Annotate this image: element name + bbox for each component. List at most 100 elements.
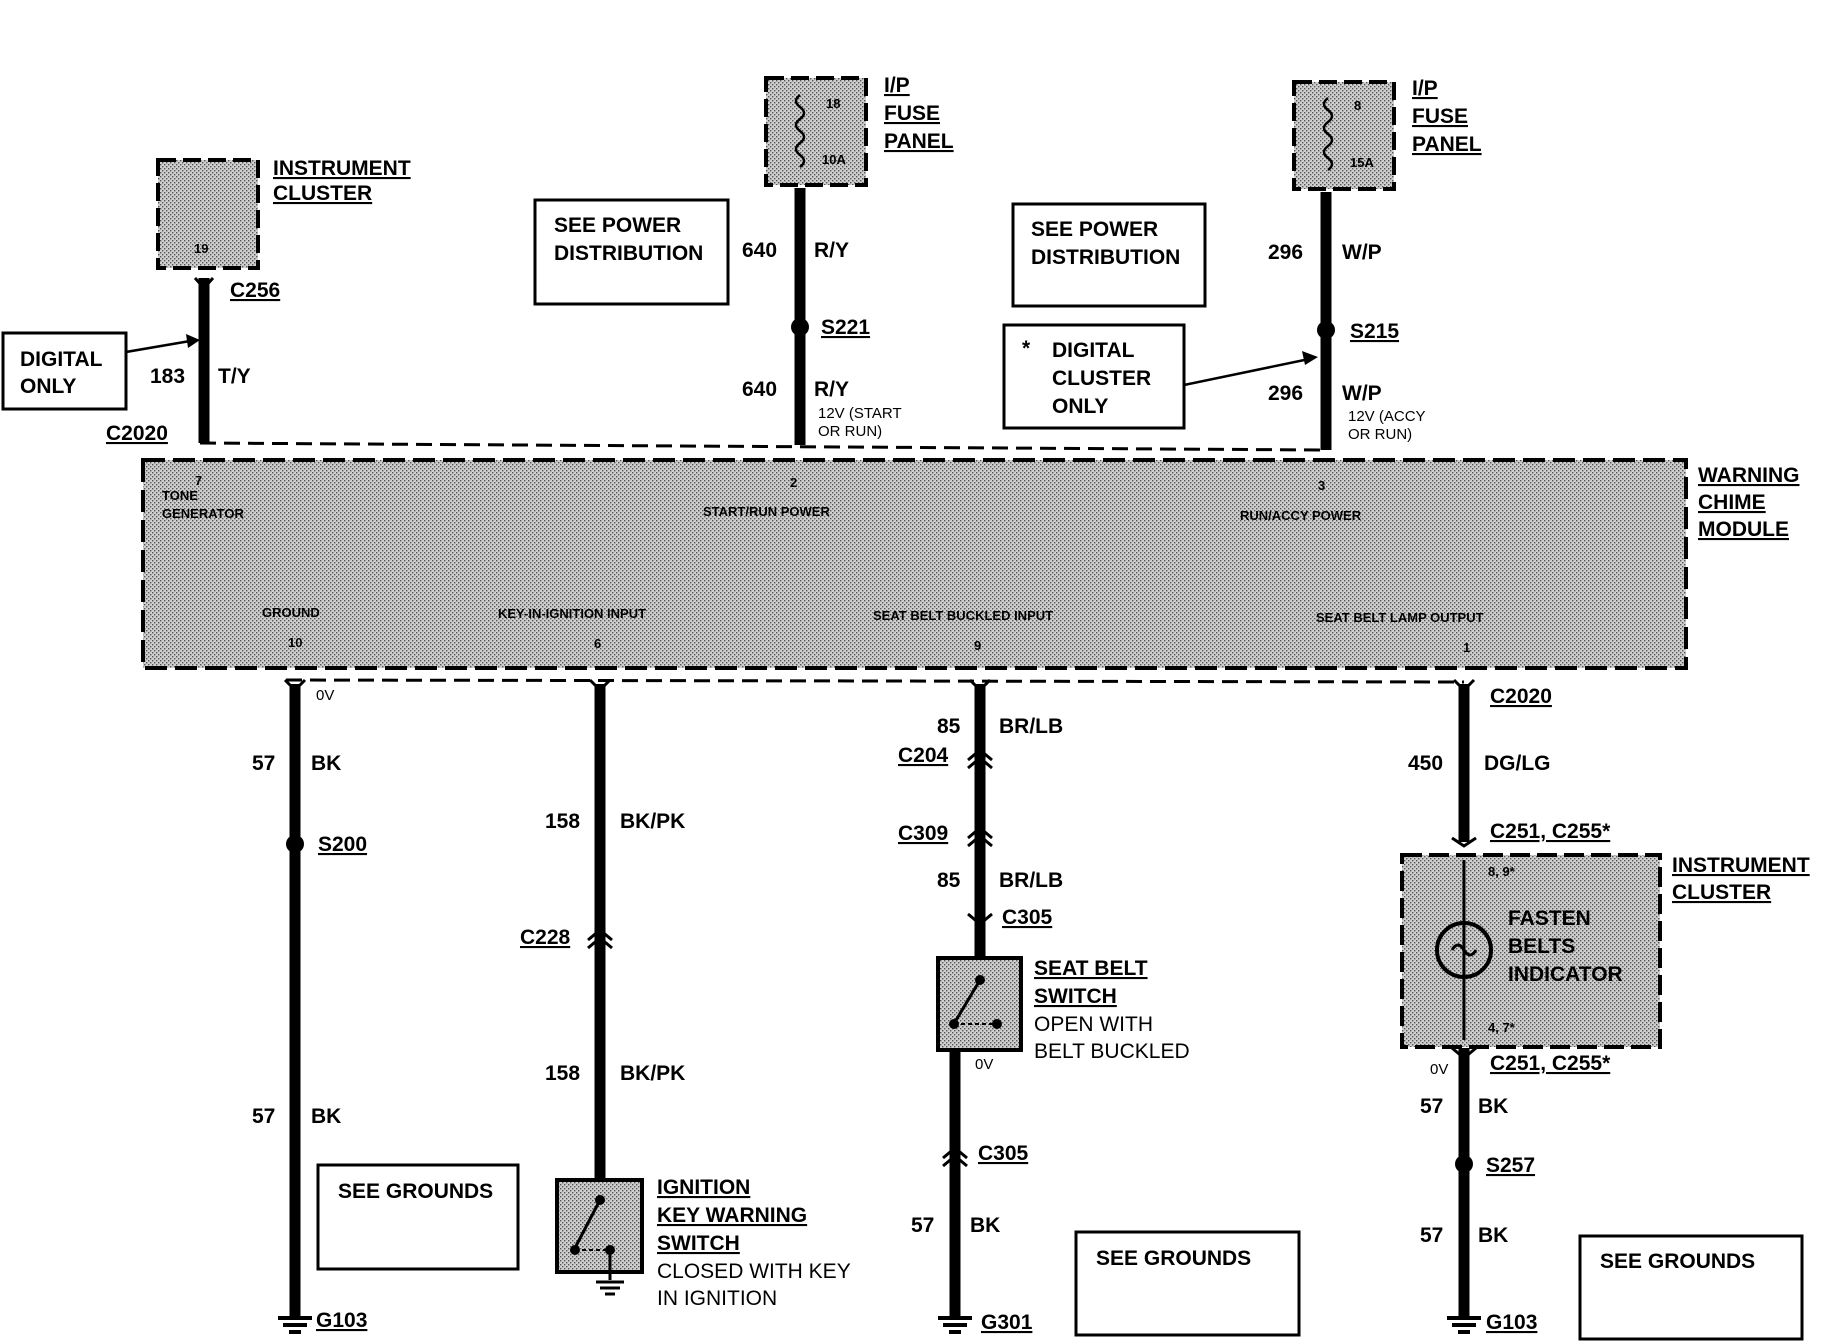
ignition-switch-desc-1: CLOSED WITH KEY (657, 1260, 851, 1283)
ignition-switch-title-1: IGNITION (657, 1176, 750, 1199)
lamp-wire-circuit: 450 (1408, 752, 1443, 775)
pin-3-label: RUN/ACCY POWER (1240, 508, 1362, 523)
cluster-pin-top: 8, 9* (1488, 864, 1516, 879)
note-see-grounds-2: SEE GROUNDS (1074, 1230, 1301, 1337)
belt-ground-voltage: 0V (975, 1056, 993, 1073)
svg-text:DISTRIBUTION: DISTRIBUTION (554, 242, 703, 265)
ground-branch-voltage: 0V (316, 687, 334, 704)
lamp-ground-branch[interactable]: 0V C251, C255* 57 BK S257 57 BK G103 (1420, 1046, 1611, 1334)
svg-text:SEE POWER: SEE POWER (554, 214, 681, 237)
svg-text:*: * (1022, 337, 1031, 360)
wire-296a-circuit: 296 (1268, 241, 1303, 264)
fuse-panel-2[interactable]: 8 15A I/P FUSE PANEL (1292, 77, 1482, 191)
connector-c251-upper: C251, C255* (1490, 820, 1611, 843)
fuse-panel-1-title-1: I/P (884, 74, 910, 97)
wire-296[interactable]: 296 W/P S215 296 W/P 12V (ACCY OR RUN) (1268, 192, 1426, 450)
pin-6-number: 6 (594, 636, 601, 651)
lamp-ground-circuit: 57 (1420, 1095, 1443, 1118)
ignition-switch-title-3: SWITCH (657, 1232, 740, 1255)
pin-7-number: 7 (195, 473, 202, 488)
connector-c305-lower: C305 (978, 1142, 1029, 1165)
ground-g301: G301 (981, 1311, 1033, 1334)
key-warning-branch[interactable]: 158 BK/PK C228 158 BK/PK (520, 678, 685, 1180)
ground-wire-color-2: BK (311, 1105, 341, 1128)
svg-text:SEE GROUNDS: SEE GROUNDS (1600, 1250, 1755, 1273)
splice-s200: S200 (318, 833, 367, 856)
wire-183-color: T/Y (218, 365, 251, 388)
seat-belt-switch-desc-2: BELT BUCKLED (1034, 1040, 1190, 1063)
connector-c2020-top-line (199, 441, 1326, 452)
wire-296b-circuit: 296 (1268, 382, 1303, 405)
module-title-line-1: WARNING (1698, 464, 1800, 487)
top-cluster-title-2: CLUSTER (273, 182, 372, 205)
pin-10-number: 10 (288, 635, 302, 650)
seat-belt-branch[interactable]: 85 BR/LB C204 C309 85 BR/LB C305 (898, 678, 1063, 958)
fuse-panel-2-title-3: PANEL (1412, 133, 1482, 156)
lamp-ground-voltage: 0V (1430, 1061, 1448, 1078)
note-digital-cluster-only: * DIGITAL CLUSTER ONLY (1002, 323, 1318, 430)
seat-belt-ground-branch[interactable]: 0V C305 57 BK G301 (911, 1050, 1033, 1334)
splice-s215: S215 (1350, 320, 1399, 343)
cluster-pin-19: 19 (194, 241, 208, 256)
svg-text:ONLY: ONLY (1052, 395, 1108, 418)
module-title-line-2: CHIME (1698, 491, 1766, 514)
warning-chime-module[interactable]: WARNING CHIME MODULE 7 TONE GENERATOR 2 … (141, 458, 1800, 670)
wire-296b-voltage-1: 12V (ACCY (1348, 408, 1426, 425)
pin-6-label: KEY-IN-IGNITION INPUT (498, 606, 646, 621)
note-see-power-distribution-2: SEE POWER DISTRIBUTION (1011, 202, 1207, 308)
ground-wire-circuit-2: 57 (252, 1105, 275, 1128)
top-cluster-title-1: INSTRUMENT (273, 157, 411, 180)
ground-wire-color: BK (311, 752, 341, 775)
belt-wire-circuit: 85 (937, 715, 961, 738)
svg-text:DIGITAL: DIGITAL (1052, 339, 1135, 362)
pin-7-label-2: GENERATOR (162, 506, 244, 521)
lamp-wire-color: DG/LG (1484, 752, 1551, 775)
switch-ground-icon (596, 1280, 624, 1296)
ground-symbol-icon (278, 1316, 312, 1334)
splice-s257: S257 (1486, 1154, 1535, 1177)
seat-belt-switch[interactable]: SEAT BELT SWITCH OPEN WITH BELT BUCKLED (936, 956, 1190, 1063)
ground-symbol-icon (1447, 1316, 1481, 1334)
belt-wire-circuit-2: 85 (937, 869, 961, 892)
key-wire-color-2: BK/PK (620, 1062, 685, 1085)
bottom-instrument-cluster[interactable]: 8, 9* 4, 7* FASTEN BELTS INDICATOR INSTR… (1400, 853, 1810, 1049)
belt-ground-circuit: 57 (911, 1214, 934, 1237)
wire-640a-circuit: 640 (742, 239, 777, 262)
belt-wire-color-2: BR/LB (999, 869, 1063, 892)
svg-text:DIGITAL: DIGITAL (20, 348, 103, 371)
wire-296b-color: W/P (1342, 382, 1382, 405)
lamp-branch[interactable]: C2020 450 DG/LG C251, C255* (1408, 678, 1611, 848)
connector-c228: C228 (520, 926, 571, 949)
seat-belt-switch-desc-1: OPEN WITH (1034, 1013, 1153, 1036)
seat-belt-switch-title-1: SEAT BELT (1034, 957, 1148, 980)
wire-640a-color: R/Y (814, 239, 849, 262)
svg-text:ONLY: ONLY (20, 375, 76, 398)
key-wire-color: BK/PK (620, 810, 685, 833)
top-instrument-cluster[interactable]: 19 INSTRUMENT CLUSTER (156, 157, 411, 270)
indicator-label-1: FASTEN (1508, 907, 1591, 930)
pin-3-number: 3 (1318, 478, 1325, 493)
wire-183[interactable]: C256 183 T/Y C2020 (106, 276, 280, 445)
svg-text:SEE GROUNDS: SEE GROUNDS (1096, 1247, 1251, 1270)
note-see-power-distribution-1: SEE POWER DISTRIBUTION (533, 198, 730, 306)
indicator-label-3: INDICATOR (1508, 963, 1623, 986)
lamp-ground-color-2: BK (1478, 1224, 1508, 1247)
bottom-cluster-title-2: CLUSTER (1672, 881, 1771, 904)
wire-640b-color: R/Y (814, 378, 849, 401)
wire-640b-voltage-2: OR RUN) (818, 423, 882, 440)
cluster-pin-bottom: 4, 7* (1488, 1020, 1516, 1035)
svg-text:SEE GROUNDS: SEE GROUNDS (338, 1180, 493, 1203)
ignition-key-warning-switch[interactable]: IGNITION KEY WARNING SWITCH CLOSED WITH … (555, 1176, 851, 1310)
fuse-8-number: 8 (1354, 98, 1361, 113)
fuse-panel-1[interactable]: 18 10A I/P FUSE PANEL (764, 74, 954, 187)
pin-1-number: 1 (1463, 640, 1470, 655)
wire-640[interactable]: 640 R/Y S221 640 R/Y 12V (START OR RUN) (742, 188, 902, 445)
connector-c251-lower: C251, C255* (1490, 1052, 1611, 1075)
note-see-grounds-3: SEE GROUNDS (1578, 1234, 1804, 1341)
ground-branch[interactable]: 0V 57 BK S200 57 BK G103 (252, 678, 367, 1334)
fuse-panel-1-title-3: PANEL (884, 130, 954, 153)
splice-s221: S221 (821, 316, 870, 339)
pin-10-label: GROUND (262, 605, 320, 620)
key-wire-circuit: 158 (545, 810, 580, 833)
